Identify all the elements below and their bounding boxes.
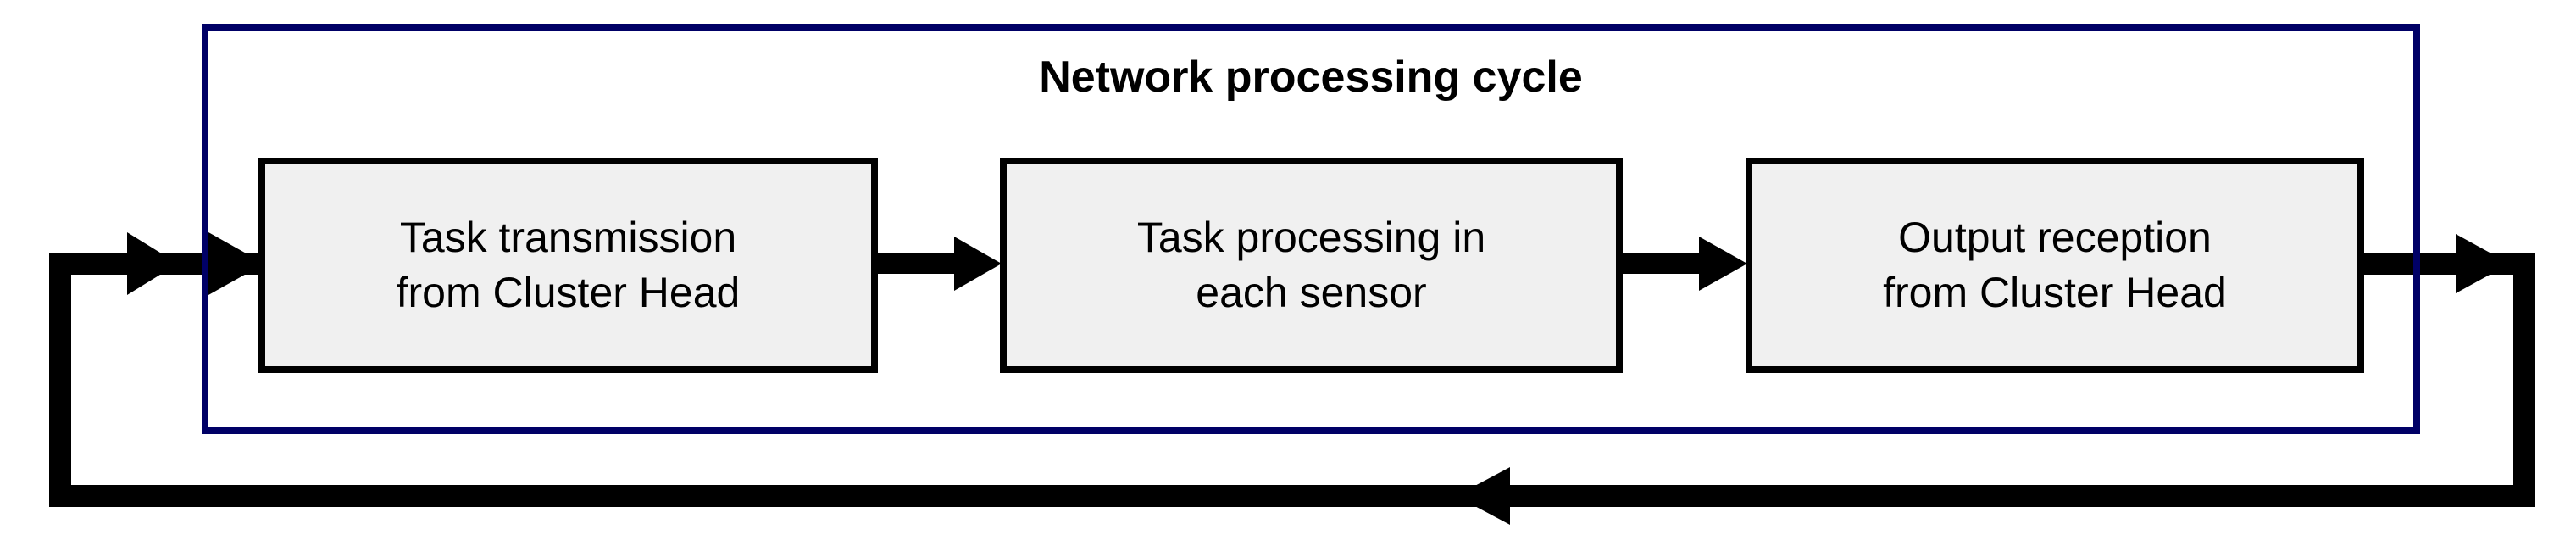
- stage-box-output-reception[interactable]: Output reception from Cluster Head: [1746, 158, 2364, 373]
- feedback-loop: [49, 253, 2535, 525]
- exit-arrow: [2364, 234, 2535, 293]
- page-title: Network processing cycle: [1039, 53, 1583, 102]
- stage-label-line-1: Task processing in: [1136, 214, 1486, 261]
- stage1-to-stage2-arrow: [878, 237, 1002, 291]
- network-processing-cycle-frame: [202, 24, 2420, 434]
- stage-label-line-2: from Cluster Head: [1883, 269, 2227, 316]
- stage-box-task-transmission[interactable]: Task transmission from Cluster Head: [258, 158, 878, 373]
- stage-box-task-processing[interactable]: Task processing in each sensor: [1000, 158, 1623, 373]
- stage-label-line-2: from Cluster Head: [396, 269, 741, 316]
- stage-label-line-1: Task transmission: [399, 214, 737, 261]
- stage-label-line-1: Output reception: [1898, 214, 2212, 261]
- stage-label-line-2: each sensor: [1196, 269, 1427, 316]
- stage2-to-stage3-arrow: [1623, 237, 1747, 291]
- entry-arrow: [49, 232, 264, 295]
